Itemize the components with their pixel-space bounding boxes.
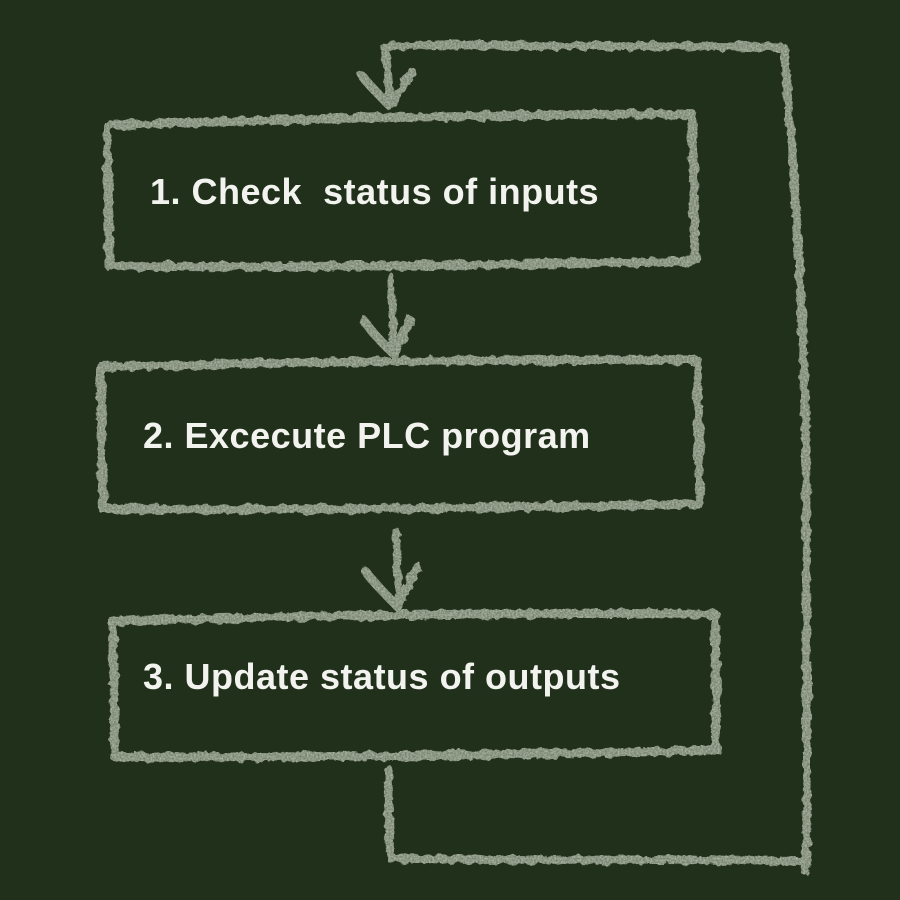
flow-step-2-label: 2. Excecute PLC program (143, 415, 591, 456)
flow-step-3: 3. Update status of outputs (110, 618, 715, 760)
flow-step-3-label: 3. Update status of outputs (143, 656, 621, 697)
loop-edge-line (380, 40, 812, 866)
flow-step-2-box (96, 355, 705, 514)
edge-2-3-arrowhead-left-wing (360, 566, 403, 612)
loop-arrowhead-right-wing (385, 67, 417, 110)
edge-2-3-stem (392, 527, 403, 608)
flow-step-3-box (108, 608, 721, 762)
flow-step-1-label: 1. Check status of inputs (150, 171, 600, 212)
edge-1-2-arrowhead-left-wing (359, 316, 398, 358)
edge-2-3-arrowhead-right-wing (394, 561, 422, 612)
loop-corner-tail (800, 853, 811, 876)
edge-1-2-stem (387, 273, 398, 354)
edge-1-2-arrowhead-right-wing (389, 315, 415, 358)
flow-step-1: 1. Check status of inputs (105, 117, 700, 267)
flow-step-1-box (102, 109, 700, 272)
flow-step-2: 2. Excecute PLC program (100, 362, 700, 510)
